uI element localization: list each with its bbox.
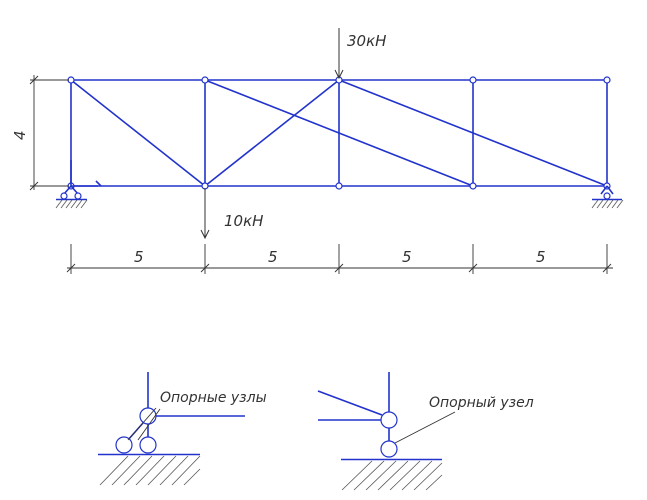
- load-label-30kn: 30кН: [347, 32, 386, 50]
- detail-node-main: [380, 411, 398, 429]
- detail-roller-right: [139, 436, 157, 454]
- node-bottom-3: [335, 182, 343, 190]
- diagonal-member-2: [204, 79, 340, 187]
- span-label-1: 5: [134, 248, 144, 266]
- span-label-4: 5: [536, 248, 546, 266]
- support-detail-right: [317, 372, 456, 491]
- load-arrow-10kn: [200, 188, 210, 240]
- diagonal-member-1: [70, 79, 206, 187]
- diagonal-member-4: [338, 79, 608, 187]
- load-label-10kn: 10кН: [224, 212, 263, 230]
- node-bottom-4: [469, 182, 477, 190]
- diagonal-member-3: [204, 79, 474, 187]
- node-top-5: [603, 76, 611, 84]
- span-label-2: 5: [268, 248, 278, 266]
- left-support: [55, 160, 102, 209]
- detail-roller-left: [115, 436, 133, 454]
- detail-roller-single: [380, 440, 398, 458]
- node-top-2: [201, 76, 209, 84]
- span-label-3: 5: [402, 248, 412, 266]
- height-dimension-line: [29, 75, 69, 191]
- load-arrow-30kn: [334, 28, 344, 80]
- height-dimension-label: 4: [11, 130, 29, 140]
- support-caption-left: Опорные узлы: [160, 390, 267, 406]
- span-dimension-line: [66, 244, 613, 274]
- right-support: [591, 185, 624, 209]
- node-top-4: [469, 76, 477, 84]
- support-detail-left: [98, 372, 245, 486]
- truss-members: [70, 79, 608, 187]
- truss-nodes: [67, 76, 611, 190]
- support-caption-right: Опорный узел: [429, 395, 534, 411]
